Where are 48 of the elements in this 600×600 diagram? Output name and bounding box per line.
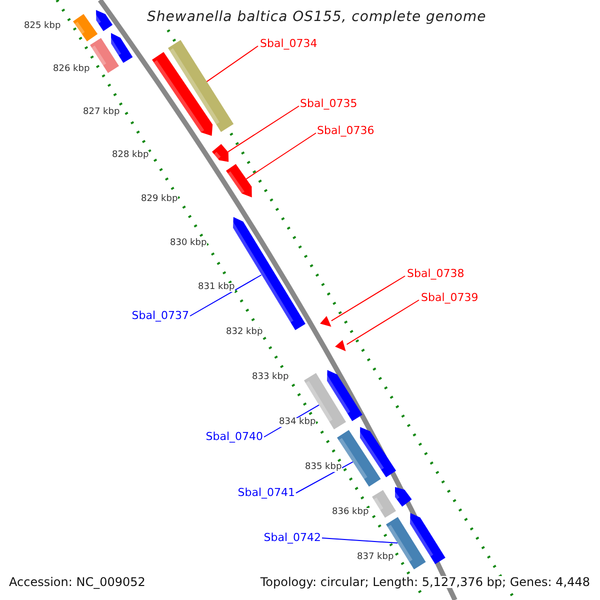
title: Shewanella baltica OS155, complete genome — [147, 10, 486, 24]
gene-feature — [326, 370, 362, 422]
position-label: 827 kbp — [83, 108, 120, 117]
position-label: 831 kbp — [198, 283, 235, 292]
gene-feature — [72, 14, 98, 42]
gene-feature — [90, 38, 118, 74]
position-label: 829 kbp — [141, 195, 178, 204]
gene-label: Sbal_0736 — [317, 125, 374, 136]
position-label: 835 kbp — [305, 463, 342, 472]
position-label: 836 kbp — [332, 508, 369, 517]
leader-line — [206, 46, 258, 82]
gene-label: Sbal_0738 — [407, 268, 464, 279]
position-label: 833 kbp — [252, 373, 289, 382]
leader-line — [190, 274, 262, 316]
position-label: 826 kbp — [53, 65, 90, 74]
position-label: 834 kbp — [279, 418, 316, 427]
gene-feature — [360, 427, 396, 478]
gene-feature — [395, 487, 412, 507]
gene-feature — [410, 513, 446, 564]
position-label: 825 kbp — [24, 22, 61, 31]
gene-feature — [212, 144, 230, 162]
gene-feature — [111, 33, 133, 63]
leader-line — [246, 132, 316, 180]
footer-note: Topology: circular; Length: 5,127,376 bp; Genes: 4,448 — [260, 576, 590, 588]
gene-label: Sbal_0742 — [264, 532, 321, 543]
gene-feature — [372, 490, 397, 518]
position-label: 830 kbp — [170, 239, 207, 248]
leader-line — [296, 461, 354, 494]
footer-note: Accession: NC_009052 — [9, 576, 146, 588]
leader-line — [227, 106, 300, 152]
gene-feature — [226, 164, 252, 197]
gene-label: Sbal_0741 — [238, 487, 295, 498]
leader-line — [322, 538, 398, 544]
position-label: 837 kbp — [357, 553, 394, 562]
gene-feature — [335, 340, 346, 351]
gene-feature — [96, 10, 113, 32]
gene-label: Sbal_0740 — [206, 431, 263, 442]
gene-label: Sbal_0735 — [300, 98, 358, 109]
gene-label: Sbal_0737 — [132, 310, 189, 321]
leader-line — [330, 276, 406, 322]
position-label: 828 kbp — [112, 151, 149, 160]
gene-feature — [320, 316, 331, 328]
gene-feature — [168, 40, 234, 132]
gene-feature — [152, 52, 213, 136]
gene-label: Sbal_0734 — [260, 38, 318, 49]
gene-label: Sbal_0739 — [421, 292, 478, 303]
position-label: 832 kbp — [226, 328, 263, 337]
leader-line — [346, 300, 420, 345]
